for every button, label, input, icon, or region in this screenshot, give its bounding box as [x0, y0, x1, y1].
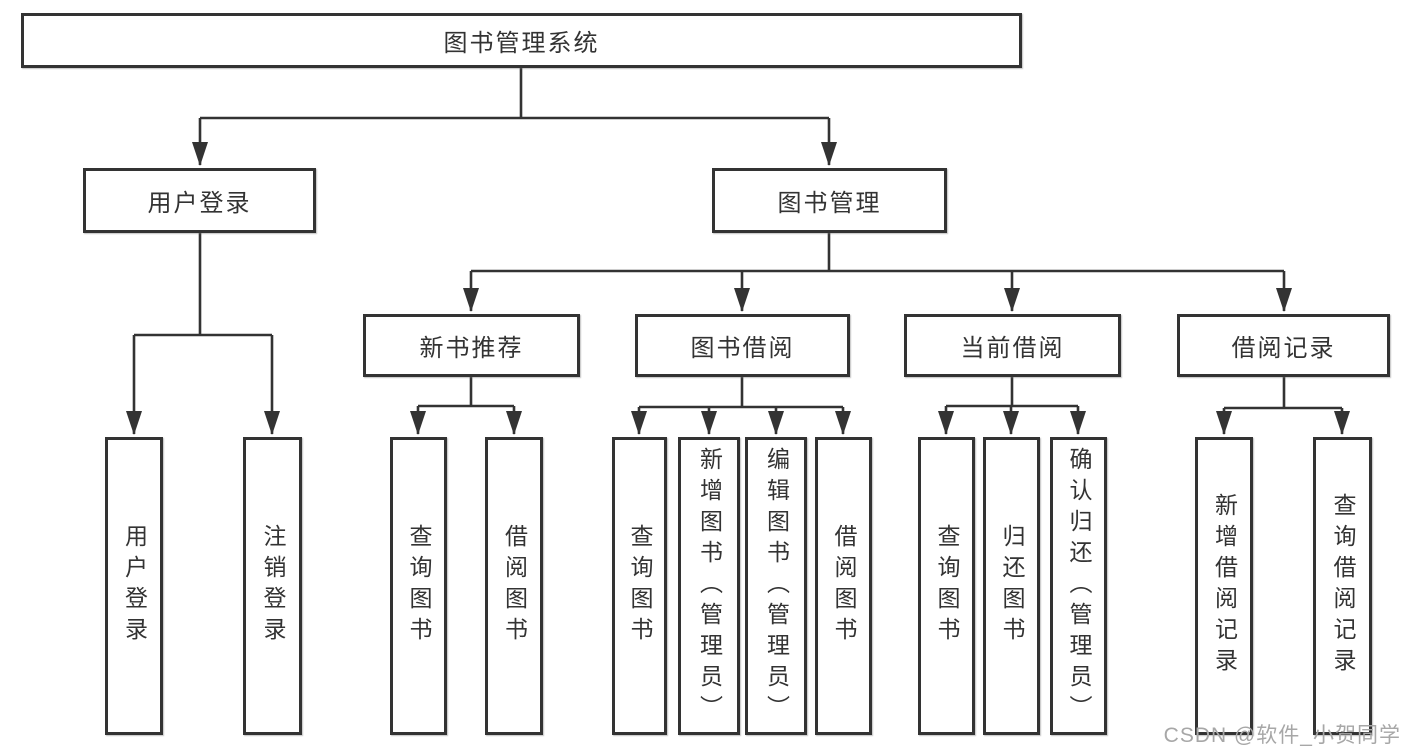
leaf-add-borrow-record: 新增借阅记录	[1195, 437, 1253, 735]
node-new-book-recommend: 新书推荐	[363, 314, 580, 377]
leaf-logout: 注销登录	[243, 437, 302, 735]
leaf-query-books-current-label: 查询图书	[934, 524, 960, 648]
node-borrow-records: 借阅记录	[1177, 314, 1390, 377]
node-book-management-label: 图书管理	[777, 190, 882, 217]
leaf-edit-book-admin: 编辑图书（管理员）	[745, 437, 807, 735]
node-book-borrow: 图书借阅	[635, 314, 850, 377]
leaf-borrow-books-recommend-label: 借阅图书	[501, 524, 528, 648]
connector-current-borrow-bus	[946, 377, 1078, 408]
node-user-login-label: 用户登录	[147, 190, 252, 217]
node-current-borrow: 当前借阅	[904, 314, 1121, 377]
leaf-query-borrow-record: 查询借阅记录	[1313, 437, 1372, 735]
leaf-logout-label: 注销登录	[260, 524, 286, 648]
leaf-edit-book-admin-label: 编辑图书（管理员）	[763, 446, 790, 726]
leaf-add-borrow-record-label: 新增借阅记录	[1211, 493, 1238, 679]
connector-user-login-bus	[134, 233, 272, 337]
leaf-return-book: 归还图书	[983, 437, 1040, 735]
connector-book-management-bus	[471, 233, 1284, 273]
leaf-query-books-borrow: 查询图书	[612, 437, 667, 735]
leaf-return-book-label: 归还图书	[999, 524, 1025, 648]
leaf-user-login-label: 用户登录	[121, 524, 148, 648]
leaf-add-book-admin-label: 新增图书（管理员）	[696, 446, 723, 726]
leaf-query-books-current: 查询图书	[918, 437, 975, 735]
node-book-management: 图书管理	[712, 168, 947, 233]
node-book-borrow-label: 图书借阅	[690, 335, 795, 362]
node-library-system: 图书管理系统	[21, 13, 1022, 68]
node-borrow-records-label: 借阅记录	[1231, 335, 1336, 362]
leaf-borrow-books-label: 借阅图书	[831, 524, 857, 648]
connector-borrow-records-bus	[1224, 377, 1342, 410]
connector-book-borrow-bus	[639, 377, 843, 409]
connector-root-bus	[200, 68, 829, 120]
leaf-query-books-recommend: 查询图书	[390, 437, 447, 735]
leaf-borrow-books: 借阅图书	[815, 437, 872, 735]
node-new-book-recommend-label: 新书推荐	[419, 335, 524, 362]
leaf-confirm-return-admin: 确认归还（管理员）	[1050, 437, 1107, 735]
node-library-system-label: 图书管理系统	[443, 30, 600, 57]
leaf-user-login: 用户登录	[105, 437, 163, 735]
leaf-query-books-borrow-label: 查询图书	[627, 524, 653, 648]
leaf-add-book-admin: 新增图书（管理员）	[678, 437, 740, 735]
node-user-login: 用户登录	[83, 168, 316, 233]
csdn-watermark: CSDN @软件_小贺同学	[1163, 724, 1401, 747]
leaf-borrow-books-recommend: 借阅图书	[485, 437, 543, 735]
leaf-query-books-recommend-label: 查询图书	[406, 524, 432, 648]
leaf-query-borrow-record-label: 查询借阅记录	[1330, 493, 1356, 679]
leaf-confirm-return-admin-label: 确认归还（管理员）	[1066, 446, 1092, 726]
node-current-borrow-label: 当前借阅	[960, 335, 1065, 362]
connector-new-book-bus	[418, 377, 514, 408]
